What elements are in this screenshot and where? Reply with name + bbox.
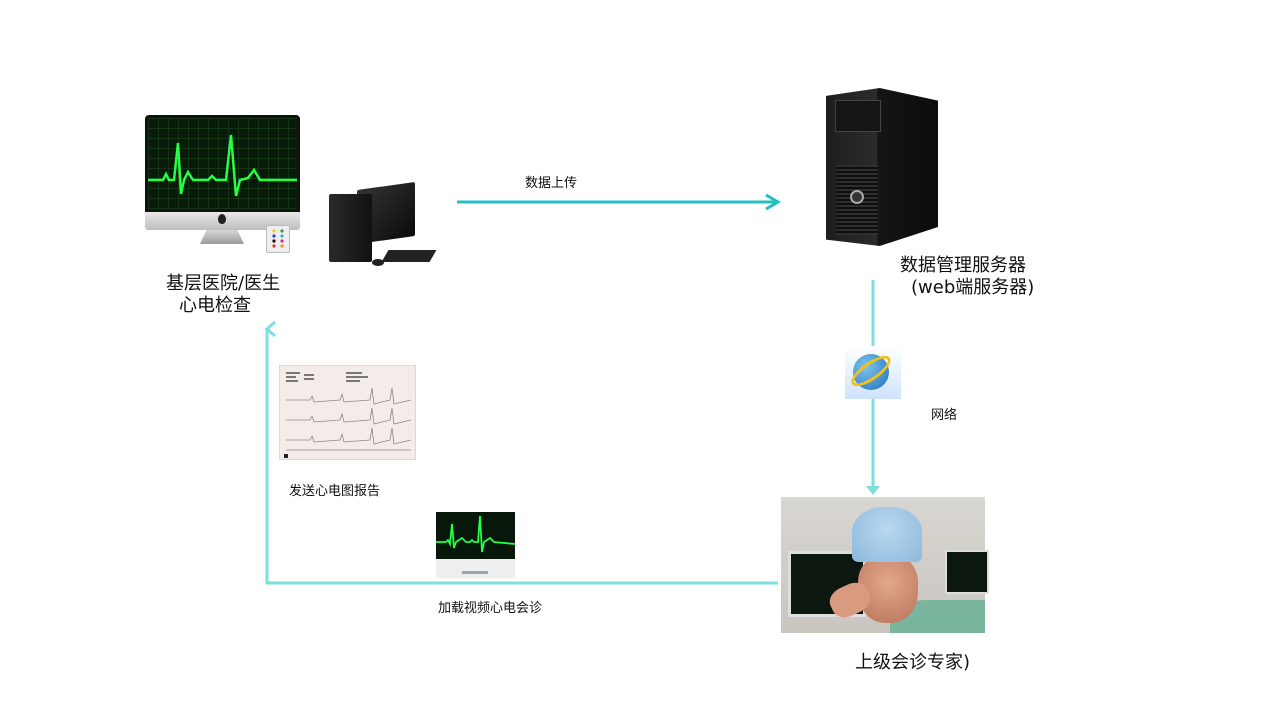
expert-label: 上级会诊专家) [855, 652, 971, 673]
clinic-label-line1: 基层医院/医生 [166, 273, 281, 294]
photo-monitor-right [945, 550, 989, 594]
monitor-stand [462, 571, 488, 574]
color-palette-icon [266, 225, 290, 253]
imac-stand [200, 230, 244, 244]
ecg-monitor-icon [436, 512, 515, 559]
network-label: 网络 [931, 408, 958, 423]
mouse-icon [372, 259, 384, 266]
globe-icon [853, 354, 889, 390]
ecg-trace-icon [148, 118, 297, 209]
video-consult-label: 加载视频心电会诊 [438, 601, 543, 616]
apple-logo-icon [218, 214, 226, 224]
monitor-chin [436, 559, 515, 578]
desktop-computer-icon [329, 194, 372, 262]
return-arrow [264, 320, 778, 585]
server-label-line2: (web端服务器) [911, 277, 1035, 298]
upload-label: 数据上传 [525, 176, 578, 191]
imac-ecg-monitor-icon [145, 115, 300, 212]
photo-face [858, 555, 918, 623]
upload-arrow [457, 193, 781, 211]
clinic-label-line2: 心电检查 [179, 295, 251, 316]
keyboard-icon [381, 250, 437, 262]
server-label-line1: 数据管理服务器 [900, 255, 1026, 276]
ecg-report-image [279, 365, 416, 460]
dell-logo-icon [850, 190, 864, 204]
report-label: 发送心电图报告 [289, 484, 381, 499]
photo-surgical-cap [852, 507, 922, 562]
server-drive-bay [835, 100, 881, 132]
server-to-expert-arrow [866, 280, 880, 495]
